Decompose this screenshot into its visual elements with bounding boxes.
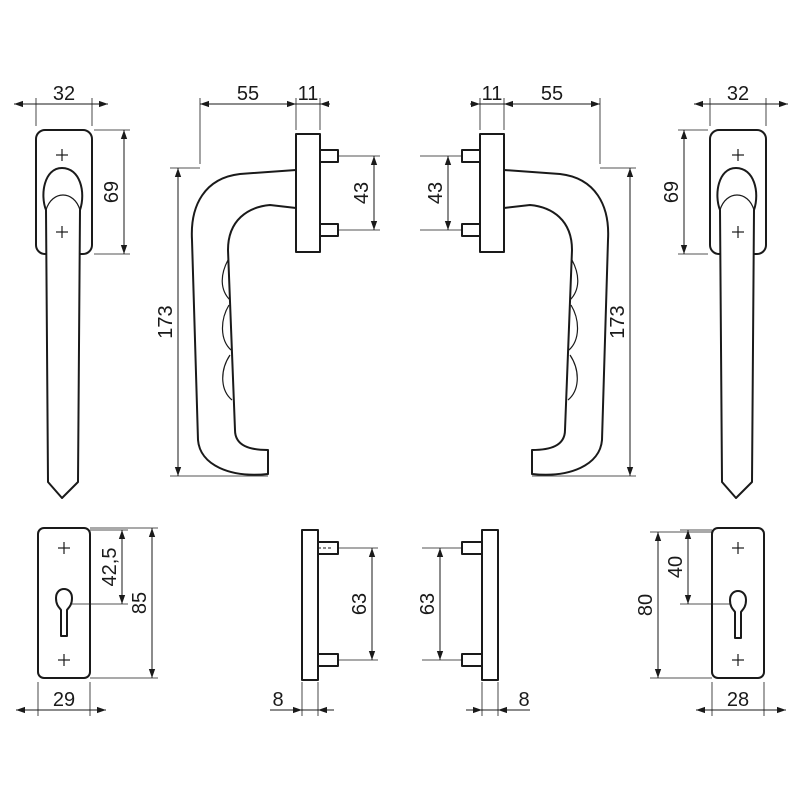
dim-plate-left-height: 85 xyxy=(129,592,151,614)
dim-plate-left-width: 29 xyxy=(53,689,75,711)
side-view-left: 55 11 173 43 xyxy=(155,83,380,477)
dim-handle-left-rose: 11 xyxy=(298,83,319,105)
dim-side-right-spacing: 63 xyxy=(417,593,439,615)
dim-side-right-thickness: 8 xyxy=(518,689,529,711)
dim-handle-left-length: 173 xyxy=(155,305,177,338)
dim-top-right-height: 69 xyxy=(661,181,683,203)
dim-top-right-width: 32 xyxy=(727,83,749,105)
front-view-left: 32 69 xyxy=(14,83,130,499)
dim-plate-right-width: 28 xyxy=(727,689,749,711)
dim-handle-right-rose: 11 xyxy=(482,83,503,105)
dim-handle-right-projection: 55 xyxy=(541,83,563,105)
plate-side-left: 63 8 xyxy=(270,529,378,716)
dim-handle-left-projection: 55 xyxy=(237,83,259,105)
dim-top-left-height: 69 xyxy=(101,181,123,203)
plate-side-right: 63 8 xyxy=(417,529,530,716)
plate-view-left: 42,5 85 29 xyxy=(16,527,158,716)
dim-plate-left-half: 42,5 xyxy=(99,548,121,587)
dim-handle-right-spacing: 43 xyxy=(425,182,447,204)
plate-view-right: 40 80 28 xyxy=(635,527,786,716)
dim-plate-right-height: 80 xyxy=(635,594,657,616)
dim-side-left-spacing: 63 xyxy=(349,593,371,615)
dim-top-left-width: 32 xyxy=(53,83,75,105)
front-view-right: 69 32 xyxy=(661,83,788,499)
dim-plate-right-half: 40 xyxy=(665,556,687,578)
dim-side-left-thickness: 8 xyxy=(272,689,283,711)
side-view-right: 43 11 55 173 xyxy=(420,83,636,477)
dim-handle-right-length: 173 xyxy=(607,305,629,338)
dim-handle-left-spacing: 43 xyxy=(351,182,373,204)
